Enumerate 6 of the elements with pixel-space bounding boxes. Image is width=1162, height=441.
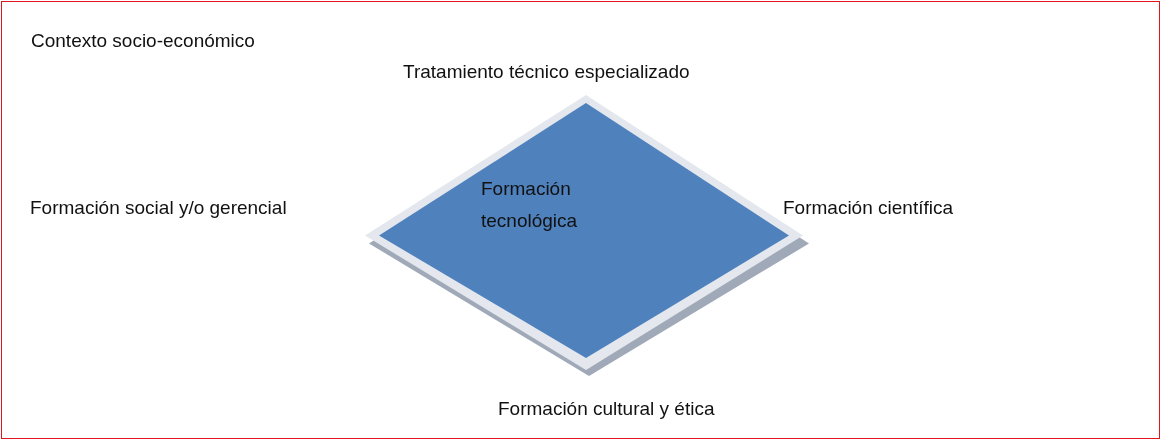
dimension-label: Formación científica	[783, 196, 953, 220]
dimension-label: Formación social y/o gerencial	[30, 196, 287, 220]
dimension-label: Tratamiento técnico especializado	[403, 60, 690, 84]
dimension-label: Formación cultural y ética	[498, 397, 715, 421]
context-heading: Contexto socio-económico	[31, 29, 255, 53]
diamond-label: Formación tecnológica	[481, 177, 579, 234]
